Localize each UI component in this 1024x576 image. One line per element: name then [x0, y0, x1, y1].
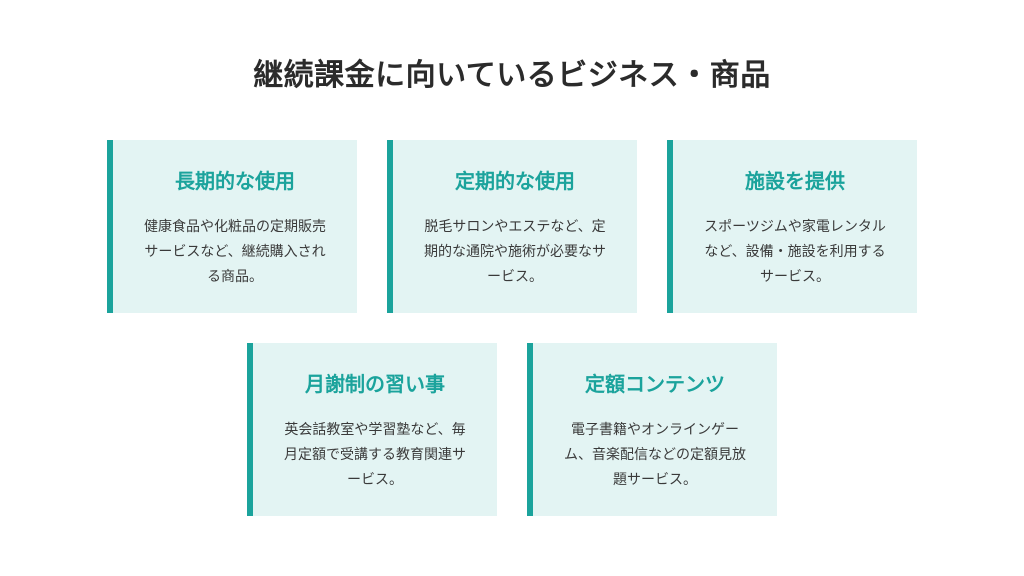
card-title: 月謝制の習い事 [305, 372, 445, 396]
card-description: 英会話教室や学習塾など、毎月定額で受講する教育関連サービス。 [284, 422, 466, 488]
card-regular-use: 定期的な使用 脱毛サロンやエステなど、定期的な通院や施術が必要なサービス。 [387, 140, 637, 313]
card-title: 施設を提供 [745, 169, 845, 193]
card-description: 健康食品や化粧品の定期販売サービスなど、継続購入される商品。 [144, 219, 326, 285]
card-facility-provision: 施設を提供 スポーツジムや家電レンタルなど、設備・施設を利用するサービス。 [667, 140, 917, 313]
card-monthly-lessons: 月謝制の習い事 英会話教室や学習塾など、毎月定額で受講する教育関連サービス。 [247, 343, 497, 516]
card-title: 長期的な使用 [175, 169, 295, 193]
card-title: 定期的な使用 [455, 169, 575, 193]
card-title: 定額コンテンツ [585, 372, 725, 396]
card-long-term-use: 長期的な使用 健康食品や化粧品の定期販売サービスなど、継続購入される商品。 [107, 140, 357, 313]
card-description: スポーツジムや家電レンタルなど、設備・施設を利用するサービス。 [704, 219, 886, 285]
page-title: 継続課金に向いているビジネス・商品 [253, 58, 771, 93]
card-description: 脱毛サロンやエステなど、定期的な通院や施術が必要なサービス。 [424, 219, 606, 285]
card-description: 電子書籍やオンラインゲーム、音楽配信などの定額見放題サービス。 [564, 422, 746, 488]
card-flat-rate-content: 定額コンテンツ 電子書籍やオンラインゲーム、音楽配信などの定額見放題サービス。 [527, 343, 777, 516]
